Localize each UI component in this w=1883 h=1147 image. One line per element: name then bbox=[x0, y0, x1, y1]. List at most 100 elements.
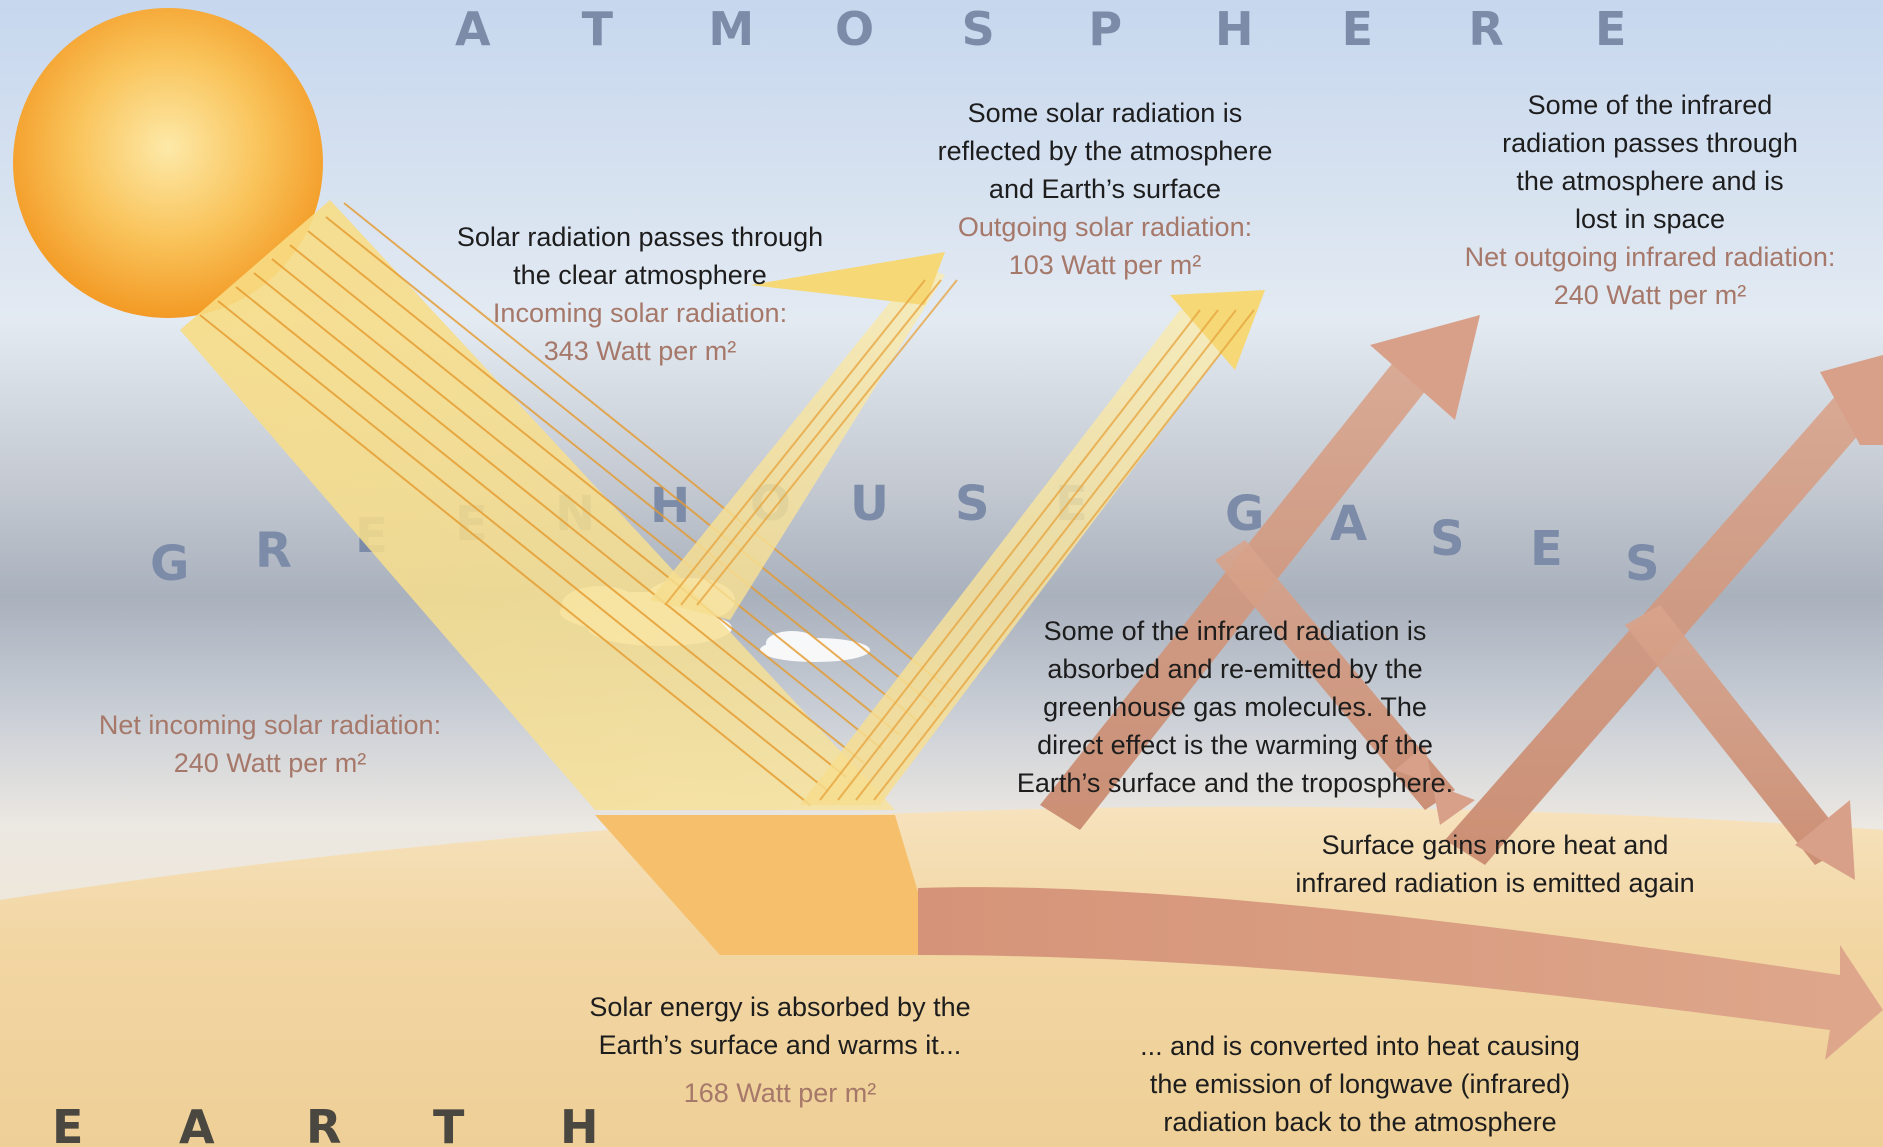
reflected-streak bbox=[855, 309, 1237, 801]
incoming-streak bbox=[199, 314, 811, 806]
greenhouse-word-letter: S bbox=[1430, 511, 1465, 567]
solar-absorbed-value: 168 Watt per m² bbox=[683, 1078, 877, 1108]
infrared-arrows bbox=[1040, 315, 1883, 880]
ir-outgoing-arrow-1 bbox=[1040, 360, 1430, 830]
reflected-beam-streaks bbox=[664, 279, 1255, 801]
reflected-streak bbox=[819, 309, 1201, 801]
greenhouse-word-letter: G bbox=[150, 536, 189, 592]
incoming-solar-text: Solar radiation passes through the clear… bbox=[405, 218, 875, 370]
outgoing-ir-line-4: lost in space bbox=[1574, 204, 1726, 234]
outgoing-ir-line-2: radiation passes through bbox=[1502, 128, 1798, 158]
converted-line-2: the emission of longwave (infrared) bbox=[1149, 1069, 1571, 1099]
atmosphere-word-letter: M bbox=[708, 2, 754, 56]
absorbed-ir-line-2: absorbed and re-emitted by the bbox=[1047, 654, 1423, 684]
converted-line-3: radiation back to the atmosphere bbox=[1163, 1107, 1557, 1137]
incoming-solar-beam bbox=[180, 200, 895, 810]
earth-ground bbox=[0, 806, 1883, 1147]
absorbed-ir-line-1: Some of the infrared radiation is bbox=[1043, 616, 1427, 646]
solar-absorbed-line-1: Solar energy is absorbed by the bbox=[589, 992, 971, 1022]
incoming-line-1: Solar radiation passes through bbox=[456, 222, 824, 252]
incoming-streak bbox=[271, 258, 883, 750]
outgoing-ir-line-3: the atmosphere and is bbox=[1516, 166, 1784, 196]
solar-absorbed-text: Solar energy is absorbed by the Earth’s … bbox=[540, 988, 1020, 1112]
reflected-streak bbox=[696, 279, 958, 606]
incoming-streak bbox=[253, 272, 865, 764]
incoming-streak bbox=[235, 286, 847, 778]
atmosphere-word-letter: H bbox=[1215, 2, 1254, 56]
reflected-streak bbox=[664, 279, 926, 606]
atmosphere-word-letter: E bbox=[1342, 2, 1373, 56]
ir-arrowhead-down-1 bbox=[1395, 745, 1475, 825]
absorbed-ir-line-5: Earth’s surface and the troposphere. bbox=[1016, 768, 1454, 798]
net-incoming-caption: Net incoming solar radiation: bbox=[98, 710, 442, 740]
greenhouse-word-letter: R bbox=[255, 523, 292, 579]
greenhouse-word-letter: S bbox=[955, 476, 990, 532]
reflected-arrowhead-2 bbox=[1170, 290, 1265, 370]
absorbed-ir-line-4: direct effect is the warming of the bbox=[1037, 730, 1433, 760]
atmosphere-word-letter: P bbox=[1088, 2, 1122, 56]
incoming-streak bbox=[307, 230, 919, 722]
outgoing-ir-value: 240 Watt per m² bbox=[1553, 280, 1747, 310]
greenhouse-word-letter: A bbox=[1330, 496, 1367, 552]
incoming-beam-streaks bbox=[199, 202, 955, 806]
reflected-caption: Outgoing solar radiation: bbox=[957, 212, 1253, 242]
greenhouse-word-letter: U bbox=[850, 476, 889, 532]
earth-word-letter: A bbox=[179, 1100, 215, 1147]
incoming-streak bbox=[343, 202, 955, 694]
incoming-streak bbox=[289, 244, 901, 736]
ir-reemitted-arrow-2 bbox=[1625, 605, 1850, 865]
reflected-line-3: and Earth’s surface bbox=[988, 174, 1222, 204]
ir-arrowhead-up-1 bbox=[1370, 315, 1480, 420]
converted-heat-text: ... and is converted into heat causing t… bbox=[1100, 1027, 1620, 1141]
absorbed-infrared-text: Some of the infrared radiation is absorb… bbox=[1000, 612, 1470, 802]
earth-word-letter: E bbox=[52, 1100, 83, 1147]
surface-absorption-block bbox=[595, 815, 918, 955]
ir-arrowhead-up-2 bbox=[1820, 355, 1883, 445]
reflected-solar-text: Some solar radiation is reflected by the… bbox=[880, 94, 1330, 284]
greenhouse-word-letter: S bbox=[1625, 536, 1660, 592]
outgoing-ir-caption: Net outgoing infrared radiation: bbox=[1464, 242, 1836, 272]
reflected-streak bbox=[680, 279, 942, 606]
earth-word-letter: H bbox=[560, 1100, 599, 1147]
sun-icon bbox=[13, 8, 323, 318]
reflected-arrowhead-1 bbox=[750, 252, 945, 305]
greenhouse-word-letter: E bbox=[1530, 521, 1563, 577]
outgoing-infrared-text: Some of the infrared radiation passes th… bbox=[1420, 86, 1880, 314]
surface-gains-line-2: infrared radiation is emitted again bbox=[1295, 868, 1695, 898]
greenhouse-word-letter: H bbox=[650, 478, 690, 534]
surface-infrared-arrow bbox=[918, 887, 1883, 1060]
outgoing-ir-line-1: Some of the infrared bbox=[1527, 90, 1773, 120]
ir-reemitted-arrow-1 bbox=[1215, 540, 1455, 810]
reflected-line-1: Some solar radiation is bbox=[967, 98, 1243, 128]
net-incoming-text: Net incoming solar radiation: 240 Watt p… bbox=[40, 706, 500, 782]
atmosphere-word-letter: S bbox=[962, 2, 995, 56]
surface-gains-line-1: Surface gains more heat and bbox=[1321, 830, 1669, 860]
earth-word-letter: T bbox=[433, 1100, 465, 1147]
net-incoming-value: 240 Watt per m² bbox=[173, 748, 367, 778]
reflected-value: 103 Watt per m² bbox=[1008, 250, 1202, 280]
incoming-caption: Incoming solar radiation: bbox=[492, 298, 788, 328]
atmosphere-word-letter: E bbox=[1595, 2, 1626, 56]
converted-line-1: ... and is converted into heat causing bbox=[1140, 1031, 1580, 1061]
reflected-line-2: reflected by the atmosphere bbox=[937, 136, 1273, 166]
atmosphere-word-letter: T bbox=[582, 2, 614, 56]
ir-arrowhead-down-2 bbox=[1795, 800, 1855, 880]
reflected-streak bbox=[837, 309, 1219, 801]
surface-gains-text: Surface gains more heat and infrared rad… bbox=[1250, 826, 1740, 902]
earth-word-letter: R bbox=[306, 1100, 341, 1147]
absorbed-ir-line-3: greenhouse gas molecules. The bbox=[1043, 692, 1427, 722]
reflected-streak bbox=[873, 309, 1255, 801]
solar-absorbed-line-2: Earth’s surface and warms it... bbox=[598, 1030, 962, 1060]
atmosphere-word-letter: A bbox=[455, 2, 491, 56]
incoming-value: 343 Watt per m² bbox=[543, 336, 737, 366]
incoming-streak bbox=[217, 300, 829, 792]
incoming-streak bbox=[325, 216, 937, 708]
atmosphere-word-letter: O bbox=[835, 2, 874, 56]
atmosphere-word-letter: R bbox=[1468, 2, 1503, 56]
